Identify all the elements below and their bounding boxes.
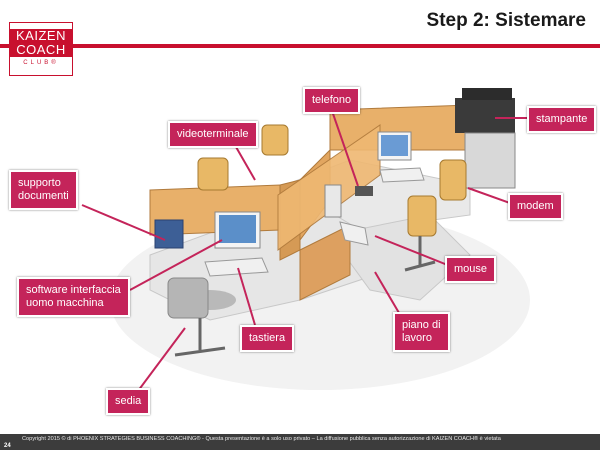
label-modem: modem — [508, 193, 563, 220]
kaizen-coach-logo: KAIZEN COACH CLUB® — [9, 22, 73, 76]
label-sedia: sedia — [106, 388, 151, 415]
label-stampante: stampante — [527, 106, 597, 133]
label-videoterminale: videoterminale — [168, 121, 258, 148]
label-software-line-2: uomo macchina — [26, 297, 104, 309]
label-supporto-documenti: supporto documenti — [9, 170, 78, 210]
copyright-text: Copyright 2015 © di PHOENIX STRATEGIES B… — [22, 436, 501, 442]
label-telefono: telefono — [303, 87, 361, 114]
label-software-interfaccia: software interfaccia uomo macchina — [17, 277, 130, 317]
label-tastiera: tastiera — [240, 325, 295, 352]
label-supporto-line-1: supporto — [18, 177, 61, 189]
header-rule — [0, 44, 600, 48]
label-supporto-line-2: documenti — [18, 190, 69, 202]
label-piano-di-lavoro: piano di lavoro — [393, 312, 450, 352]
label-mouse: mouse — [445, 256, 497, 283]
footer-bar: Copyright 2015 © di PHOENIX STRATEGIES B… — [0, 434, 600, 450]
logo-line-1: KAIZEN — [10, 29, 72, 43]
slide-title: Step 2: Sistemare — [426, 10, 586, 31]
label-software-line-1: software interfaccia — [26, 284, 121, 296]
label-piano-line-1: piano di — [402, 319, 441, 331]
page-number: 24 — [4, 443, 11, 449]
logo-line-2: COACH — [10, 43, 72, 57]
logo-line-3: CLUB® — [23, 60, 59, 66]
label-piano-line-2: lavoro — [402, 332, 432, 344]
